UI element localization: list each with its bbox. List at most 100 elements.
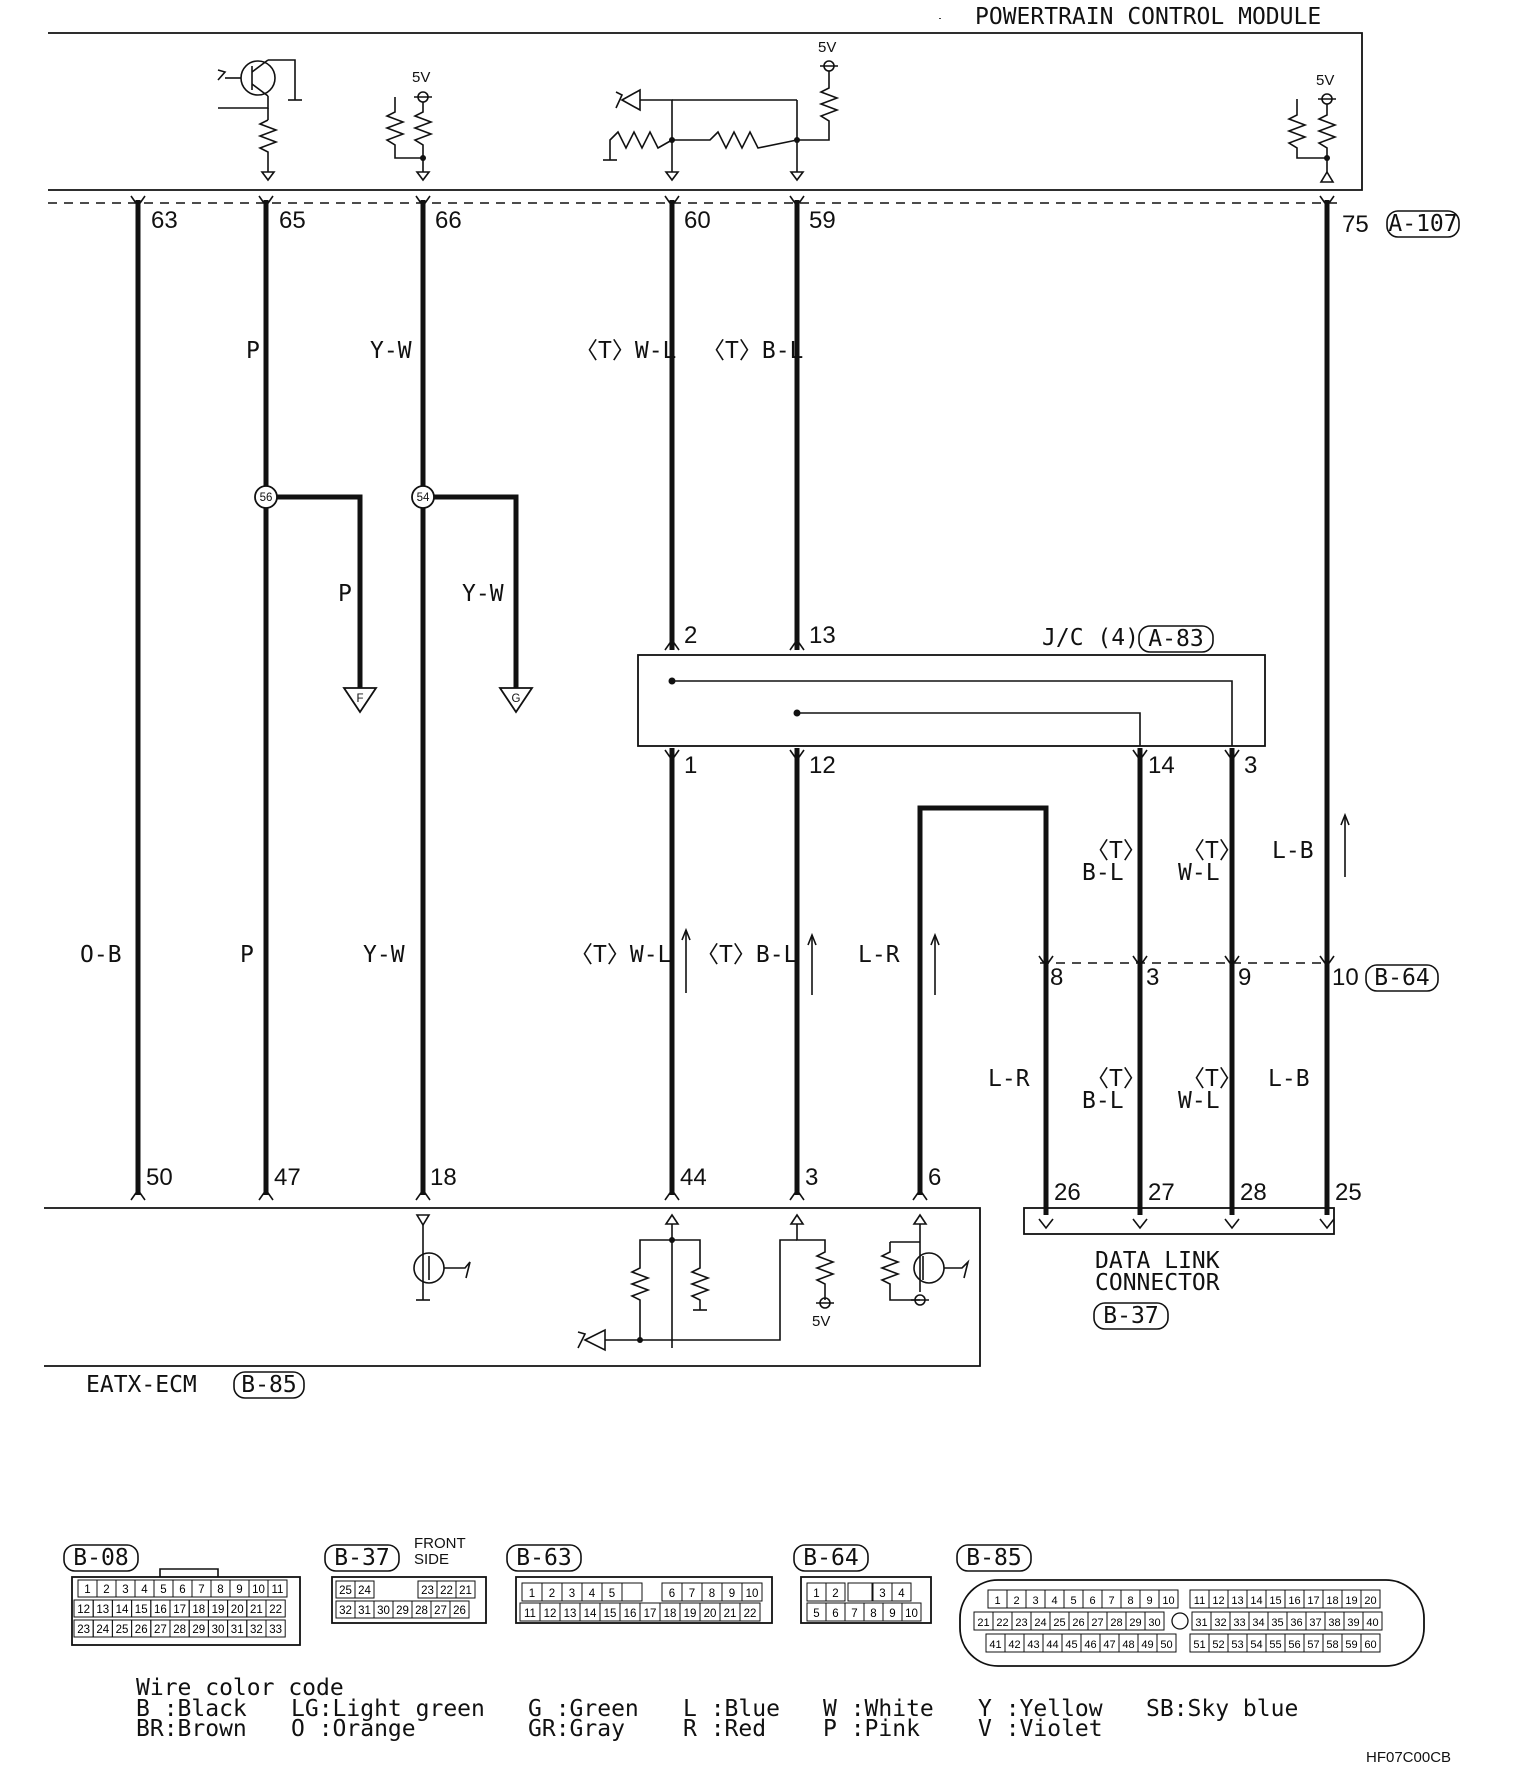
cavity-number: 6 <box>832 1608 838 1620</box>
cavity-number: 58 <box>1326 1639 1338 1651</box>
legend-entry: O :Orange <box>291 1716 416 1742</box>
connector-cavity <box>621 1582 643 1602</box>
cavity-number: 6 <box>179 1584 185 1596</box>
cavity-number: 23 <box>421 1585 434 1597</box>
connector-id-b63: B-63 <box>516 1545 571 1571</box>
wire-label: Y-W <box>370 338 412 364</box>
splice-54-label: 54 <box>417 492 430 504</box>
cavity-number: 40 <box>1366 1617 1378 1629</box>
legend-entry: Y :Yellow <box>978 1696 1103 1722</box>
cavity-number: 25 <box>116 1624 129 1636</box>
connector-id-b85: B-85 <box>966 1545 1021 1571</box>
connector-cavity <box>1360 1589 1381 1609</box>
pin-label: 1 <box>684 752 697 779</box>
cavity-number: 12 <box>544 1608 557 1620</box>
cavity-number: 2 <box>832 1588 838 1600</box>
supply-5v-label: 5V <box>812 1313 830 1330</box>
legend-entry: SB:Sky blue <box>1146 1696 1298 1722</box>
cavity-number: 5 <box>160 1584 166 1596</box>
pin-label: 27 <box>1148 1179 1175 1206</box>
cavity-number: 12 <box>1212 1595 1224 1607</box>
cavity-number: 32 <box>1214 1617 1226 1629</box>
cavity-number: 24 <box>1034 1617 1046 1629</box>
legend-entry: V :Violet <box>978 1716 1103 1742</box>
cavity-number: 5 <box>609 1588 615 1600</box>
eatx-connector-id: B-85 <box>241 1372 296 1398</box>
wire-label: W-L <box>1178 1088 1220 1114</box>
wire-label: L-B <box>1272 838 1314 864</box>
connector-cavity <box>449 1600 470 1619</box>
cavity-number: 57 <box>1307 1639 1319 1651</box>
cavity-number: 7 <box>198 1584 204 1596</box>
cavity-number: 17 <box>173 1604 186 1616</box>
joint-connector: J/C (4) A-83 <box>637 625 1266 762</box>
cavity-number: 43 <box>1027 1639 1039 1651</box>
wire-label: L-R <box>858 942 900 968</box>
connector-cavity <box>1158 1589 1179 1609</box>
front-side-label: FRONT <box>414 1535 466 1552</box>
pcm-connector-id: A-107 <box>1388 211 1457 237</box>
cavity-number: 24 <box>96 1624 109 1636</box>
cavity-number: 23 <box>1015 1617 1027 1629</box>
connector-cavity <box>1362 1611 1383 1631</box>
cavity-number: 59 <box>1345 1639 1357 1651</box>
cavity-number: 27 <box>154 1624 167 1636</box>
mid-connector-id: B-64 <box>1374 965 1429 991</box>
signal-direction-arrows <box>681 812 1350 995</box>
cavity-number: 29 <box>1129 1617 1141 1629</box>
dlc-title-line2: CONNECTOR <box>1095 1270 1220 1296</box>
cavity-number: 16 <box>624 1608 637 1620</box>
cavity-number: 49 <box>1141 1639 1153 1651</box>
supply-5v-label: 5V <box>1316 72 1334 89</box>
cavity-number: 10 <box>746 1588 759 1600</box>
pin-label: 3 <box>1244 752 1257 779</box>
cavity-number: 24 <box>358 1585 371 1597</box>
cavity-number: 18 <box>1326 1595 1338 1607</box>
cavity-number: 4 <box>1051 1595 1057 1607</box>
cavity-number: 16 <box>154 1604 167 1616</box>
pin-label: 9 <box>1238 964 1251 991</box>
cavity-number: 28 <box>1110 1617 1122 1629</box>
cavity-number: 15 <box>135 1604 148 1616</box>
cavity-number: 17 <box>644 1608 657 1620</box>
cavity-number: 11 <box>1194 1595 1205 1607</box>
cavity-number: 22 <box>269 1604 282 1616</box>
cavity-number: 20 <box>231 1604 244 1616</box>
cavity-number: 47 <box>1103 1639 1115 1651</box>
cavity-number: 4 <box>898 1588 905 1600</box>
legend-title: Wire color code <box>136 1675 344 1701</box>
pin-label: 2 <box>684 622 697 649</box>
cavity-number: 6 <box>1089 1595 1095 1607</box>
cavity-number: 53 <box>1231 1639 1243 1651</box>
cavity-number: 3 <box>569 1588 575 1600</box>
cavity-number: 3 <box>879 1588 885 1600</box>
data-link-connector: DATA LINK CONNECTOR B-37 <box>1023 1207 1335 1330</box>
cavity-number: 34 <box>1252 1617 1264 1629</box>
cavity-number: 2 <box>549 1588 555 1600</box>
connector-id-b08: B-08 <box>73 1545 128 1571</box>
jc-pin-numbers: 2 13 1 12 14 3 <box>684 622 1257 779</box>
cavity-number: 16 <box>1288 1595 1300 1607</box>
cavity-number: 26 <box>135 1624 148 1636</box>
cavity-number: 52 <box>1212 1639 1224 1651</box>
cavity-number: 38 <box>1328 1617 1340 1629</box>
pin-label: 14 <box>1148 752 1175 779</box>
legend-entry: B :Black <box>136 1696 247 1722</box>
cavity-number: 30 <box>1148 1617 1160 1629</box>
pin-label: 63 <box>151 207 178 234</box>
cavity-number: 33 <box>1233 1617 1245 1629</box>
wire-label: 〈T〉 <box>1182 838 1242 864</box>
cavity-number: 45 <box>1065 1639 1077 1651</box>
pin-label: 47 <box>274 1164 301 1191</box>
connector-cavity <box>265 1599 286 1618</box>
connector-cavity <box>455 1580 476 1599</box>
cavity-number: 9 <box>1146 1595 1152 1607</box>
cavity-number: 21 <box>459 1585 472 1597</box>
connector-id-b64: B-64 <box>803 1545 858 1571</box>
cavity-number: 48 <box>1122 1639 1134 1651</box>
pin-label: 26 <box>1054 1179 1081 1206</box>
